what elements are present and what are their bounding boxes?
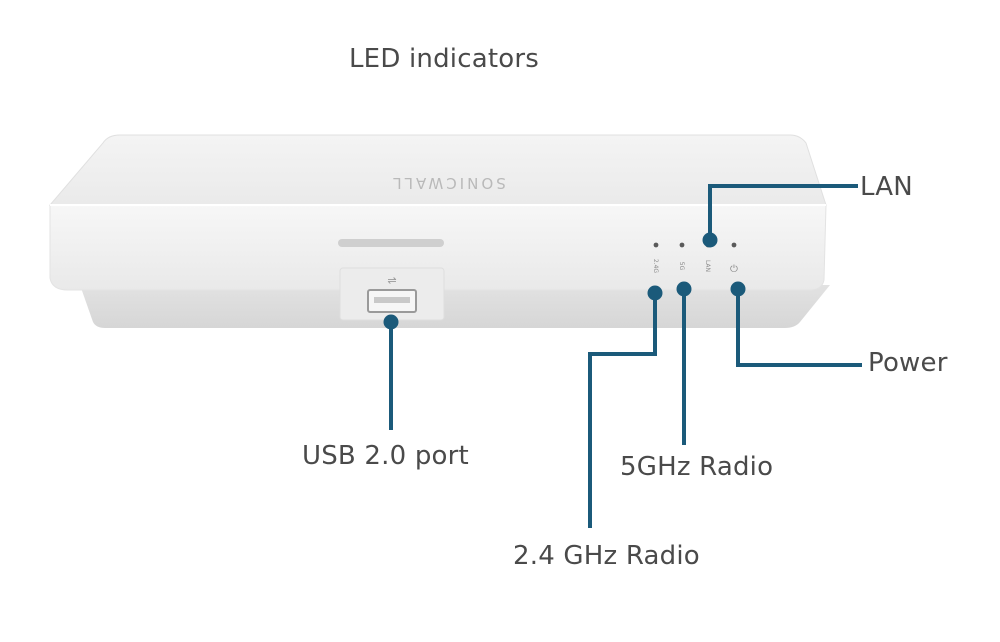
lan-callout-line [708, 184, 858, 240]
device-top-surface [48, 134, 827, 206]
usb-symbol-icon: ⇌ [387, 274, 396, 287]
device-base [80, 285, 830, 328]
brand-logo: SONICWALL [390, 174, 505, 192]
callout-lines [389, 184, 862, 528]
led-mark-lan: LAN [704, 260, 711, 272]
access-point-device: SONICWALL ⇌ 2.4G 5G LAN ⏻ [48, 134, 830, 328]
usb-port-label: USB 2.0 port [302, 441, 469, 471]
power-icon: ⏻ [730, 264, 738, 275]
front-slot [338, 239, 444, 247]
ghz24-callout-dot [647, 285, 663, 301]
usb-callout-dot [383, 314, 399, 330]
power-callout-dot [730, 281, 746, 297]
ghz5-callout-dot [676, 281, 692, 297]
2-4ghz-radio-label: 2.4 GHz Radio [513, 541, 700, 571]
5ghz-radio-label: 5GHz Radio [620, 452, 774, 482]
callout-dots [383, 232, 746, 330]
power-callout-line [736, 289, 862, 367]
lan-callout-dot [702, 232, 718, 248]
ghz24-callout-line [588, 293, 657, 528]
led-power [731, 242, 737, 248]
device-front-face [49, 204, 827, 291]
led-2ghz [653, 242, 659, 248]
led-5ghz [679, 242, 685, 248]
diagram-title: LED indicators [349, 44, 539, 74]
lan-label: LAN [860, 172, 913, 202]
power-label: Power [868, 348, 948, 378]
led-mark-2ghz: 2.4G [652, 259, 659, 274]
led-mark-5ghz: 5G [678, 262, 685, 271]
